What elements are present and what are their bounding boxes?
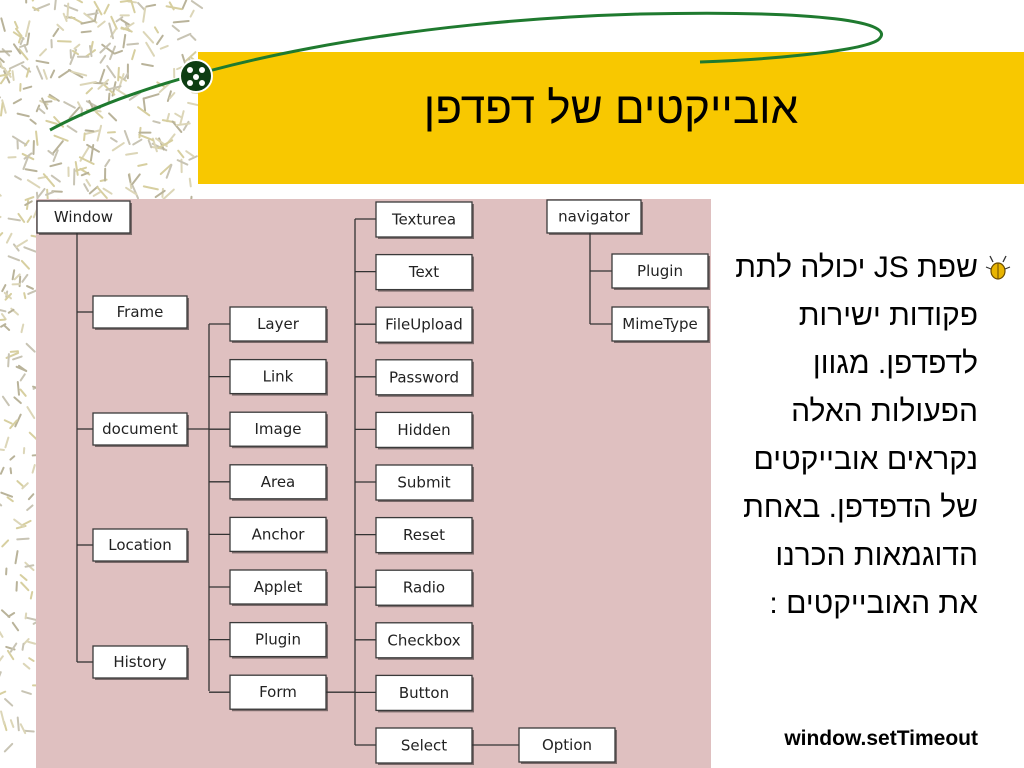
node-area: Area <box>229 464 328 501</box>
node-form: Form <box>229 674 328 712</box>
node-label: Area <box>261 473 296 491</box>
node-plugin: Plugin <box>229 621 328 659</box>
node-reset: Reset <box>375 516 474 555</box>
node-label: Radio <box>403 579 445 597</box>
node-nav-plugin: Plugin <box>611 253 710 290</box>
title-band <box>198 52 1024 184</box>
node-label: Plugin <box>637 262 683 280</box>
node-label: Link <box>263 368 294 386</box>
node-label: Form <box>259 683 297 701</box>
node-label: Checkbox <box>387 631 460 649</box>
node-location: Location <box>92 528 189 563</box>
node-layer: Layer <box>229 306 328 343</box>
node-label: Hidden <box>397 421 450 439</box>
node-label: Layer <box>257 315 300 333</box>
node-label: Anchor <box>252 525 306 543</box>
node-history: History <box>92 645 189 680</box>
node-document: document <box>92 412 189 447</box>
decorative-swoosh <box>49 11 884 132</box>
slide-title: אובייקטים של דפדפן <box>423 84 799 133</box>
node-label: Reset <box>403 526 445 544</box>
bullet-text: שפת JS יכולה לתת פקודות ישירות לדפדפן. מ… <box>735 251 978 620</box>
node-label: document <box>102 420 178 438</box>
node-label: Location <box>108 536 171 554</box>
node-label: Applet <box>254 578 303 596</box>
node-label: Frame <box>117 303 164 321</box>
bug-bullet-icon <box>985 255 1011 280</box>
node-label: FileUpload <box>385 316 463 334</box>
node-frame: Frame <box>92 295 189 330</box>
node-label: Password <box>389 368 459 386</box>
node-mimetype: MimeType <box>611 306 710 343</box>
node-password: Password <box>375 359 474 397</box>
node-label: Select <box>401 737 447 755</box>
node-image: Image <box>229 411 328 449</box>
node-label: Submit <box>397 474 450 492</box>
node-label: Plugin <box>255 631 301 649</box>
node-fileupload: FileUpload <box>375 306 474 345</box>
node-option: Option <box>518 727 617 764</box>
bullet-block: שפת JS יכולה לתת פקודות ישירות לדפדפן. מ… <box>722 244 1012 768</box>
node-label: MimeType <box>622 315 697 333</box>
node-label: navigator <box>558 208 631 226</box>
node-applet: Applet <box>229 569 328 606</box>
node-label: Button <box>399 684 449 702</box>
node-button: Button <box>375 674 474 713</box>
code-example: window.setTimeout <box>784 727 978 750</box>
node-label: History <box>113 653 166 671</box>
node-label: Window <box>54 208 113 226</box>
node-texturea: Texturea <box>375 201 474 239</box>
node-window: Window <box>36 200 132 235</box>
node-submit: Submit <box>375 464 474 502</box>
node-label: Text <box>408 263 439 281</box>
node-label: Option <box>542 736 592 754</box>
node-navigator: navigator <box>546 199 643 235</box>
node-label: Image <box>255 420 302 438</box>
node-link: Link <box>229 358 328 396</box>
node-radio: Radio <box>375 569 474 608</box>
node-label: Texturea <box>391 211 456 229</box>
node-anchor: Anchor <box>229 516 328 554</box>
node-select: Select <box>375 727 474 765</box>
node-checkbox: Checkbox <box>375 622 474 660</box>
node-hidden: Hidden <box>375 411 474 450</box>
node-text: Text <box>375 253 474 292</box>
